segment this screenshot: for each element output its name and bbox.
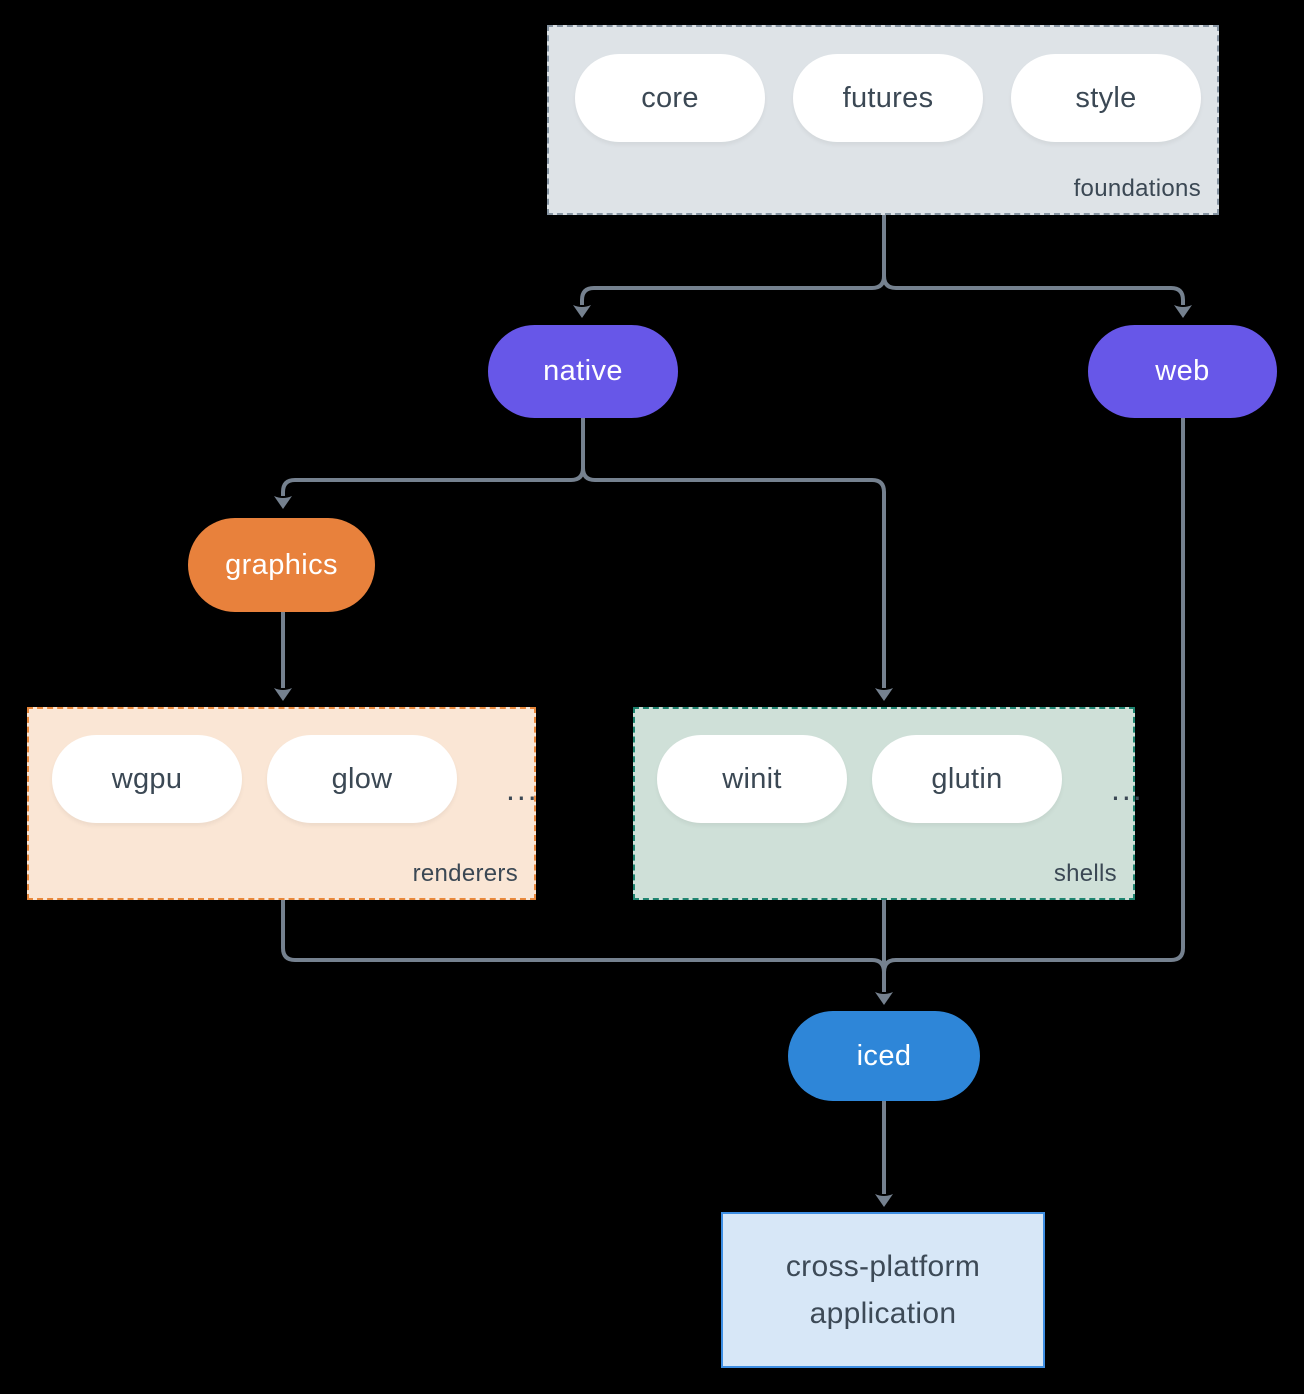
arrowhead-graphics <box>274 496 292 509</box>
pill-core: core <box>575 54 765 142</box>
application-box: cross-platform application <box>721 1212 1045 1368</box>
shells-group: winit glutin ... shells <box>633 707 1142 900</box>
connector-foundations-native <box>580 215 886 305</box>
connector-foundations-web <box>882 215 1185 305</box>
connector-renderers-iced <box>281 900 886 992</box>
node-iced: iced <box>788 1011 980 1101</box>
node-native: native <box>488 325 678 418</box>
arrowhead-web <box>1174 305 1192 318</box>
arrowhead-shells <box>875 688 893 701</box>
arrowhead-iced <box>875 992 893 1005</box>
connector-web-iced <box>882 418 1185 992</box>
arrowhead-application <box>875 1194 893 1207</box>
shells-ellipsis: ... <box>1111 770 1144 807</box>
pill-winit: winit <box>657 735 847 823</box>
node-web: web <box>1088 325 1277 418</box>
renderers-ellipsis: ... <box>506 770 539 807</box>
foundations-pill-row: core futures style <box>549 27 1217 142</box>
shells-group-label: shells <box>1053 860 1117 887</box>
pill-futures: futures <box>793 54 983 142</box>
renderers-group-label: renderers <box>412 860 518 887</box>
application-label-line2: application <box>809 1297 957 1330</box>
pill-glow: glow <box>267 735 457 823</box>
pill-glutin: glutin <box>872 735 1062 823</box>
connector-native-shells <box>581 418 886 688</box>
node-graphics: graphics <box>188 518 375 612</box>
arrowhead-native <box>573 305 591 318</box>
pill-style: style <box>1011 54 1201 142</box>
foundations-group-label: foundations <box>1073 175 1201 202</box>
foundations-group: core futures style foundations <box>547 25 1219 215</box>
renderers-group: wgpu glow ... renderers <box>27 707 537 900</box>
application-label-line1: cross-platform <box>785 1250 981 1283</box>
connector-native-graphics <box>281 418 585 496</box>
pill-wgpu: wgpu <box>52 735 242 823</box>
arrowhead-renderers <box>274 688 292 701</box>
shells-pill-row: winit glutin ... <box>635 709 1142 833</box>
renderers-pill-row: wgpu glow ... <box>29 709 537 833</box>
